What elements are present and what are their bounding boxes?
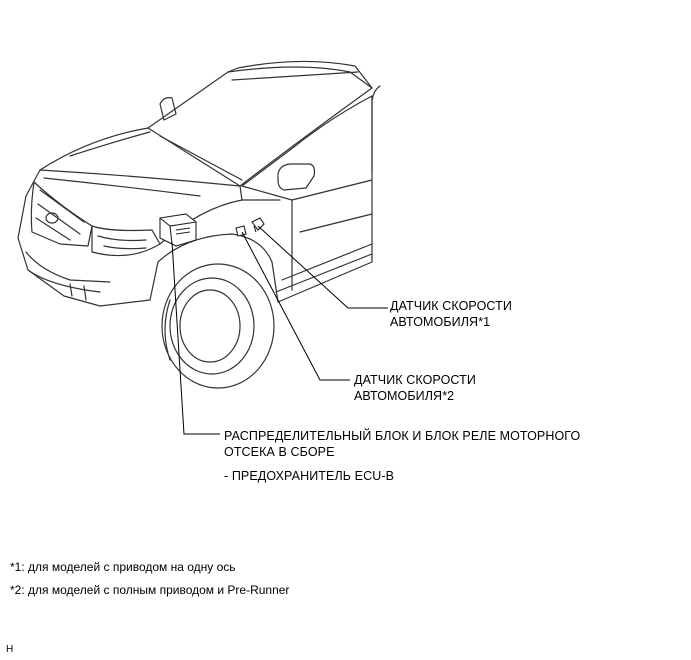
leader-line-sensor2 — [241, 231, 350, 381]
engine-room-junction-block — [159, 213, 197, 247]
callout-vehicle-speed-sensor-2: ДАТЧИК СКОРОСТИ АВТОМОБИЛЯ*2 — [354, 372, 476, 404]
callout-vehicle-speed-sensor-1: ДАТЧИК СКОРОСТИ АВТОМОБИЛЯ*1 — [390, 298, 512, 330]
car-hood — [39, 127, 241, 197]
callout-sensor1-line1: ДАТЧИК СКОРОСТИ — [390, 299, 512, 313]
footnote-1: *1: для моделей с приводом на одну ось — [10, 560, 236, 574]
leader-line-junction-block — [171, 241, 220, 435]
car-front-fender — [149, 185, 281, 303]
car-side-mirror — [159, 97, 177, 121]
leader-line-sensor1 — [257, 225, 388, 309]
car-body-side — [275, 85, 381, 303]
callout-junction-line2: ОТСЕКА В СБОРЕ — [224, 445, 335, 459]
car-front-grille — [17, 169, 151, 307]
callout-sensor2-line2: АВТОМОБИЛЯ*2 — [354, 389, 455, 403]
car-side-windows — [241, 95, 373, 201]
car-headlight — [91, 225, 161, 257]
callout-sensor2-line1: ДАТЧИК СКОРОСТИ — [354, 373, 476, 387]
vehicle-speed-sensor-2 — [235, 225, 247, 237]
car-front-wheel — [161, 263, 275, 389]
footnote-2: *2: для моделей с полным приводом и Pre-… — [10, 583, 290, 597]
callout-junction-block: РАСПРЕДЕЛИТЕЛЬНЫЙ БЛОК И БЛОК РЕЛЕ МОТОР… — [224, 428, 580, 484]
corner-mark: H — [6, 644, 14, 655]
callout-junction-line1: РАСПРЕДЕЛИТЕЛЬНЫЙ БЛОК И БЛОК РЕЛЕ МОТОР… — [224, 429, 581, 443]
car-roof-outline — [147, 60, 373, 187]
callout-sensor1-line2: АВТОМОБИЛЯ*1 — [390, 315, 491, 329]
callout-junction-sub: - ПРЕДОХРАНИТЕЛЬ ECU-B — [224, 469, 395, 483]
vehicle-speed-sensor-1 — [251, 217, 265, 233]
